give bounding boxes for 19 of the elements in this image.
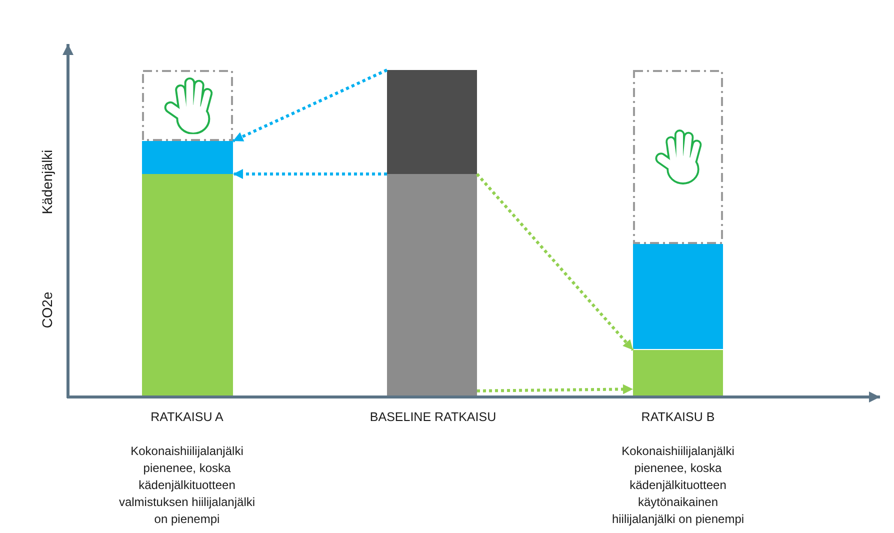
axis-label: Kädenjälki bbox=[39, 150, 55, 214]
description-text: Kokonaishiilijalanjälki pienenee, koska kädenjälkituotteen valmistuksen hiilijalanjälki on pienempi bbox=[118, 443, 256, 528]
dashed-frame bbox=[633, 70, 723, 244]
bar-segment bbox=[387, 174, 477, 396]
dotted-arrow bbox=[233, 169, 387, 179]
category-label: RATKAISU B bbox=[641, 410, 715, 424]
category-label: RATKAISU A bbox=[150, 410, 224, 424]
bar-segment bbox=[633, 350, 723, 396]
description-text: Kokonaishiilijalanjälki pienenee, koska kädenjälkituotteen käytönaikainen hiilijalanjälki on pienempi bbox=[610, 443, 746, 528]
dotted-arrow bbox=[476, 384, 634, 394]
bar-segment bbox=[633, 244, 723, 349]
category-label: BASELINE RATKAISU bbox=[370, 410, 496, 424]
bar-segment bbox=[387, 70, 477, 174]
dotted-arrow bbox=[232, 68, 388, 142]
dashed-frame bbox=[142, 70, 233, 141]
bar-segment bbox=[142, 174, 233, 396]
bar-segment bbox=[142, 141, 233, 174]
dotted-arrow bbox=[476, 173, 634, 351]
axis-label: CO2e bbox=[39, 292, 55, 328]
